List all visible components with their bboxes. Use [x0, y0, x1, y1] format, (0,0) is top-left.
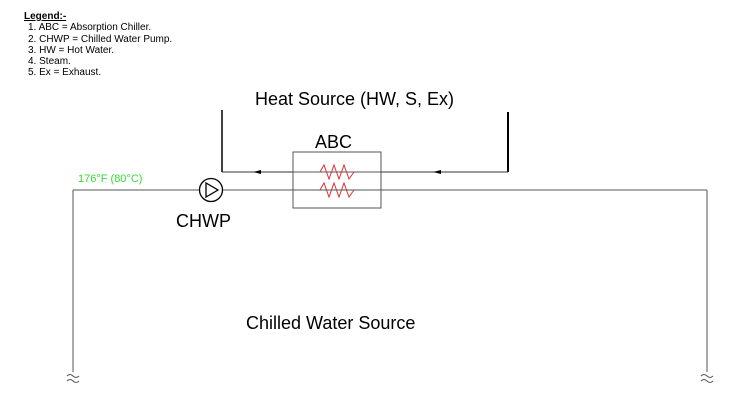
pipe-break-left-icon — [66, 374, 80, 383]
heat-source-label: Heat Source (HW, S, Ex) — [255, 89, 455, 109]
pump-label: CHWP — [176, 211, 231, 231]
flow-arrow-left — [253, 170, 261, 174]
flow-arrow-right — [433, 170, 441, 174]
legend-title: Legend:- — [24, 11, 67, 22]
chilled-water-label: Chilled Water Source — [246, 313, 416, 333]
legend-list: 1. ABC = Absorption Chiller. 2. CHWP = C… — [24, 22, 172, 78]
temperature-label: 176°F (80°C) — [78, 173, 143, 185]
legend-item: 2. CHWP = Chilled Water Pump. — [28, 33, 173, 45]
chiller-label: ABC — [315, 132, 353, 152]
legend-item: 5. Ex = Exhaust. — [28, 67, 102, 79]
legend: Legend:- 1. ABC = Absorption Chiller. 2.… — [24, 11, 172, 79]
chiller-coil-top — [319, 163, 355, 181]
legend-item: 1. ABC = Absorption Chiller. — [28, 22, 152, 34]
chiller-box — [292, 151, 382, 209]
legend-item: 4. Steam. — [28, 56, 71, 68]
pipe-break-right-icon — [700, 374, 714, 383]
legend-item: 3. HW = Hot Water. — [28, 44, 115, 56]
pump-icon — [198, 177, 224, 203]
